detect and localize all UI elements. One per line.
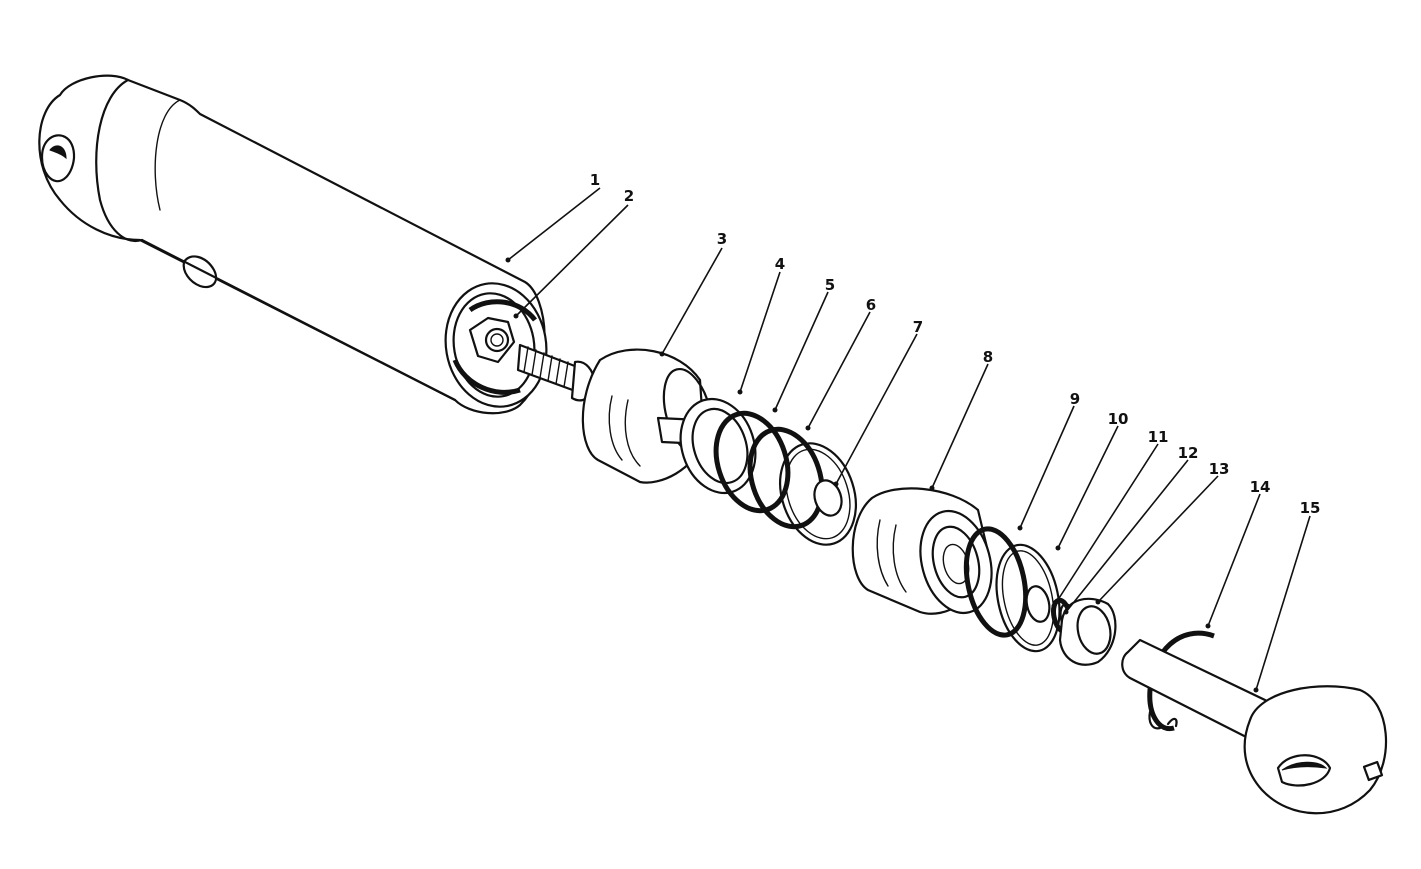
gland-bearing [851,487,993,615]
callout-8: 8 [983,348,993,366]
seal-ring-7 [779,442,857,546]
seal-ring-10 [995,543,1061,653]
washer-13 [1058,597,1117,666]
callouts: 1 2 3 4 5 6 7 8 9 10 [505,171,1321,693]
callout-2: 2 [624,187,634,205]
callout-15: 15 [1300,499,1321,517]
piston-rod [1121,638,1388,815]
callout-9: 9 [1070,390,1080,408]
callout-4: 4 [775,255,785,273]
seal-ring-9 [963,526,1029,638]
callout-12: 12 [1178,444,1199,462]
cylinder-barrel [38,74,548,415]
callout-14: 14 [1250,478,1271,496]
callout-7: 7 [913,318,923,336]
callout-10: 10 [1108,410,1129,428]
callout-11: 11 [1148,428,1169,446]
callout-1: 1 [590,171,600,189]
callout-3: 3 [717,230,727,248]
callout-13: 13 [1209,460,1230,478]
callout-5: 5 [825,276,835,294]
callout-6: 6 [866,296,876,314]
